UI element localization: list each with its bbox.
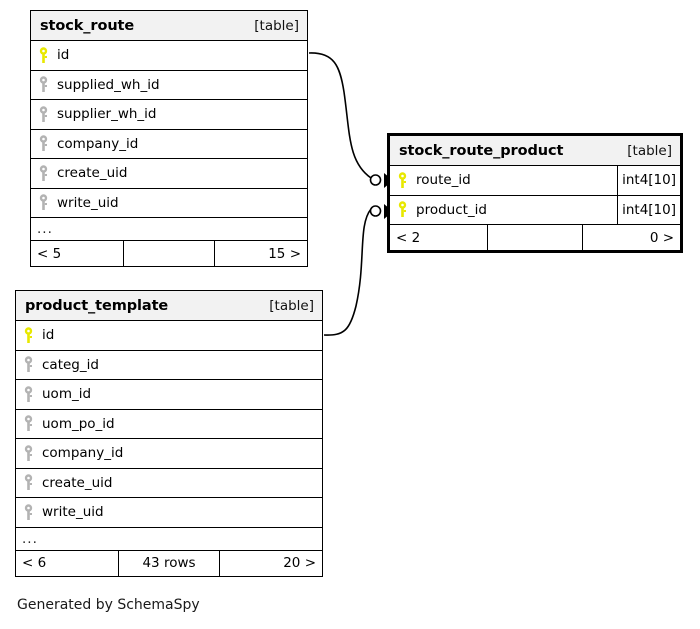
table-row[interactable]: supplied_wh_id bbox=[31, 71, 307, 100]
column-name: write_uid bbox=[42, 504, 104, 521]
table-product-template[interactable]: product_template [table] id bbox=[15, 290, 323, 577]
column-name: company_id bbox=[42, 445, 124, 462]
column-name: id bbox=[57, 47, 70, 64]
table-row[interactable]: uom_po_id bbox=[16, 410, 322, 439]
more-columns-ellipsis: ... bbox=[31, 218, 307, 241]
footer-children-count[interactable]: 20 > bbox=[283, 555, 316, 571]
table-row[interactable]: id bbox=[16, 321, 322, 351]
column-name: create_uid bbox=[42, 474, 113, 491]
table-row[interactable]: id bbox=[31, 41, 307, 71]
primary-key-icon bbox=[398, 172, 407, 188]
table-row[interactable]: create_uid bbox=[16, 469, 322, 498]
column-type: int4[10] bbox=[617, 195, 680, 224]
foreign-key-icon bbox=[24, 504, 33, 520]
foreign-key-icon bbox=[24, 386, 33, 402]
primary-key-icon bbox=[39, 47, 48, 63]
column-name: supplier_wh_id bbox=[57, 106, 157, 123]
column-cell: product_id bbox=[390, 196, 617, 225]
foreign-key-icon bbox=[39, 194, 48, 211]
column-cell: create_uid bbox=[16, 469, 322, 498]
column-cell: supplier_wh_id bbox=[31, 100, 307, 129]
foreign-key-icon bbox=[39, 76, 48, 93]
column-cell: create_uid bbox=[31, 159, 307, 188]
column-name: product_id bbox=[416, 201, 487, 218]
table-row[interactable]: uom_id bbox=[16, 380, 322, 410]
column-cell: id bbox=[31, 41, 307, 70]
foreign-key-icon bbox=[24, 356, 33, 373]
column-cell: write_uid bbox=[31, 189, 307, 218]
column-cell: uom_id bbox=[16, 380, 322, 409]
table-row[interactable]: company_id bbox=[16, 439, 322, 469]
column-cell: supplied_wh_id bbox=[31, 71, 307, 100]
column-name: categ_id bbox=[42, 356, 99, 373]
footer-children-count[interactable]: 15 > bbox=[268, 245, 301, 262]
table-header: product_template [table] bbox=[16, 291, 322, 321]
foreign-key-icon bbox=[24, 474, 33, 491]
footer-row-count bbox=[486, 225, 584, 250]
table-kind-label: [table] bbox=[269, 297, 314, 314]
relationship-product-template-to-product-id bbox=[323, 204, 393, 336]
table-row[interactable]: supplier_wh_id bbox=[31, 100, 307, 130]
table-row[interactable]: company_id bbox=[31, 130, 307, 159]
generated-by-label: Generated by SchemaSpy bbox=[17, 597, 200, 613]
column-type: int4[10] bbox=[617, 166, 680, 195]
column-cell: company_id bbox=[16, 439, 322, 468]
table-title: product_template bbox=[25, 297, 169, 314]
table-stock-route-product[interactable]: stock_route_product [table] route_id int… bbox=[387, 133, 683, 253]
table-title: stock_route_product bbox=[399, 142, 564, 159]
table-row[interactable]: write_uid bbox=[16, 498, 322, 528]
table-row[interactable]: create_uid bbox=[31, 159, 307, 189]
relationship-stock-route-to-route-id bbox=[308, 52, 393, 188]
table-row[interactable]: product_id int4[10] bbox=[390, 195, 680, 225]
footer-row-count bbox=[123, 241, 215, 266]
table-title: stock_route bbox=[40, 17, 135, 34]
column-cell: id bbox=[16, 321, 322, 350]
table-row[interactable]: categ_id bbox=[16, 351, 322, 380]
table-footer: < 2 0 > bbox=[390, 225, 680, 250]
column-cell: route_id bbox=[390, 166, 617, 195]
footer-row-count: 43 rows bbox=[118, 550, 220, 576]
column-name: id bbox=[42, 327, 55, 344]
table-header: stock_route_product [table] bbox=[390, 136, 680, 166]
table-row[interactable]: write_uid bbox=[31, 189, 307, 218]
foreign-key-icon bbox=[24, 415, 33, 432]
table-footer: < 5 15 > bbox=[31, 241, 307, 266]
foreign-key-icon bbox=[39, 135, 48, 152]
column-cell: uom_po_id bbox=[16, 410, 322, 439]
zero-or-many-circle-icon bbox=[369, 205, 382, 217]
column-name: route_id bbox=[416, 172, 471, 189]
column-cell: categ_id bbox=[16, 351, 322, 380]
primary-key-icon bbox=[24, 327, 33, 343]
footer-children-count[interactable]: 0 > bbox=[649, 229, 675, 246]
column-name: uom_id bbox=[42, 386, 92, 403]
footer-parents-count[interactable]: < 6 bbox=[22, 555, 47, 571]
foreign-key-icon bbox=[39, 106, 48, 122]
column-name: create_uid bbox=[57, 165, 128, 182]
column-cell: company_id bbox=[31, 130, 307, 159]
column-name: supplied_wh_id bbox=[57, 76, 160, 93]
table-stock-route[interactable]: stock_route [table] id bbox=[30, 10, 308, 267]
column-name: company_id bbox=[57, 135, 139, 152]
column-name: write_uid bbox=[57, 194, 119, 211]
table-row[interactable]: route_id int4[10] bbox=[390, 166, 680, 196]
footer-parents-count[interactable]: < 5 bbox=[37, 245, 62, 262]
primary-key-icon bbox=[398, 201, 407, 218]
table-header: stock_route [table] bbox=[31, 11, 307, 41]
table-kind-label: [table] bbox=[254, 17, 299, 34]
more-columns-ellipsis: ... bbox=[16, 528, 322, 551]
zero-or-many-circle-icon bbox=[369, 174, 382, 186]
table-footer: < 6 43 rows 20 > bbox=[16, 550, 322, 576]
foreign-key-icon bbox=[39, 165, 48, 181]
foreign-key-icon bbox=[24, 445, 33, 461]
column-cell: write_uid bbox=[16, 498, 322, 527]
footer-parents-count[interactable]: < 2 bbox=[396, 229, 421, 246]
table-kind-label: [table] bbox=[627, 142, 672, 159]
column-name: uom_po_id bbox=[42, 415, 115, 432]
